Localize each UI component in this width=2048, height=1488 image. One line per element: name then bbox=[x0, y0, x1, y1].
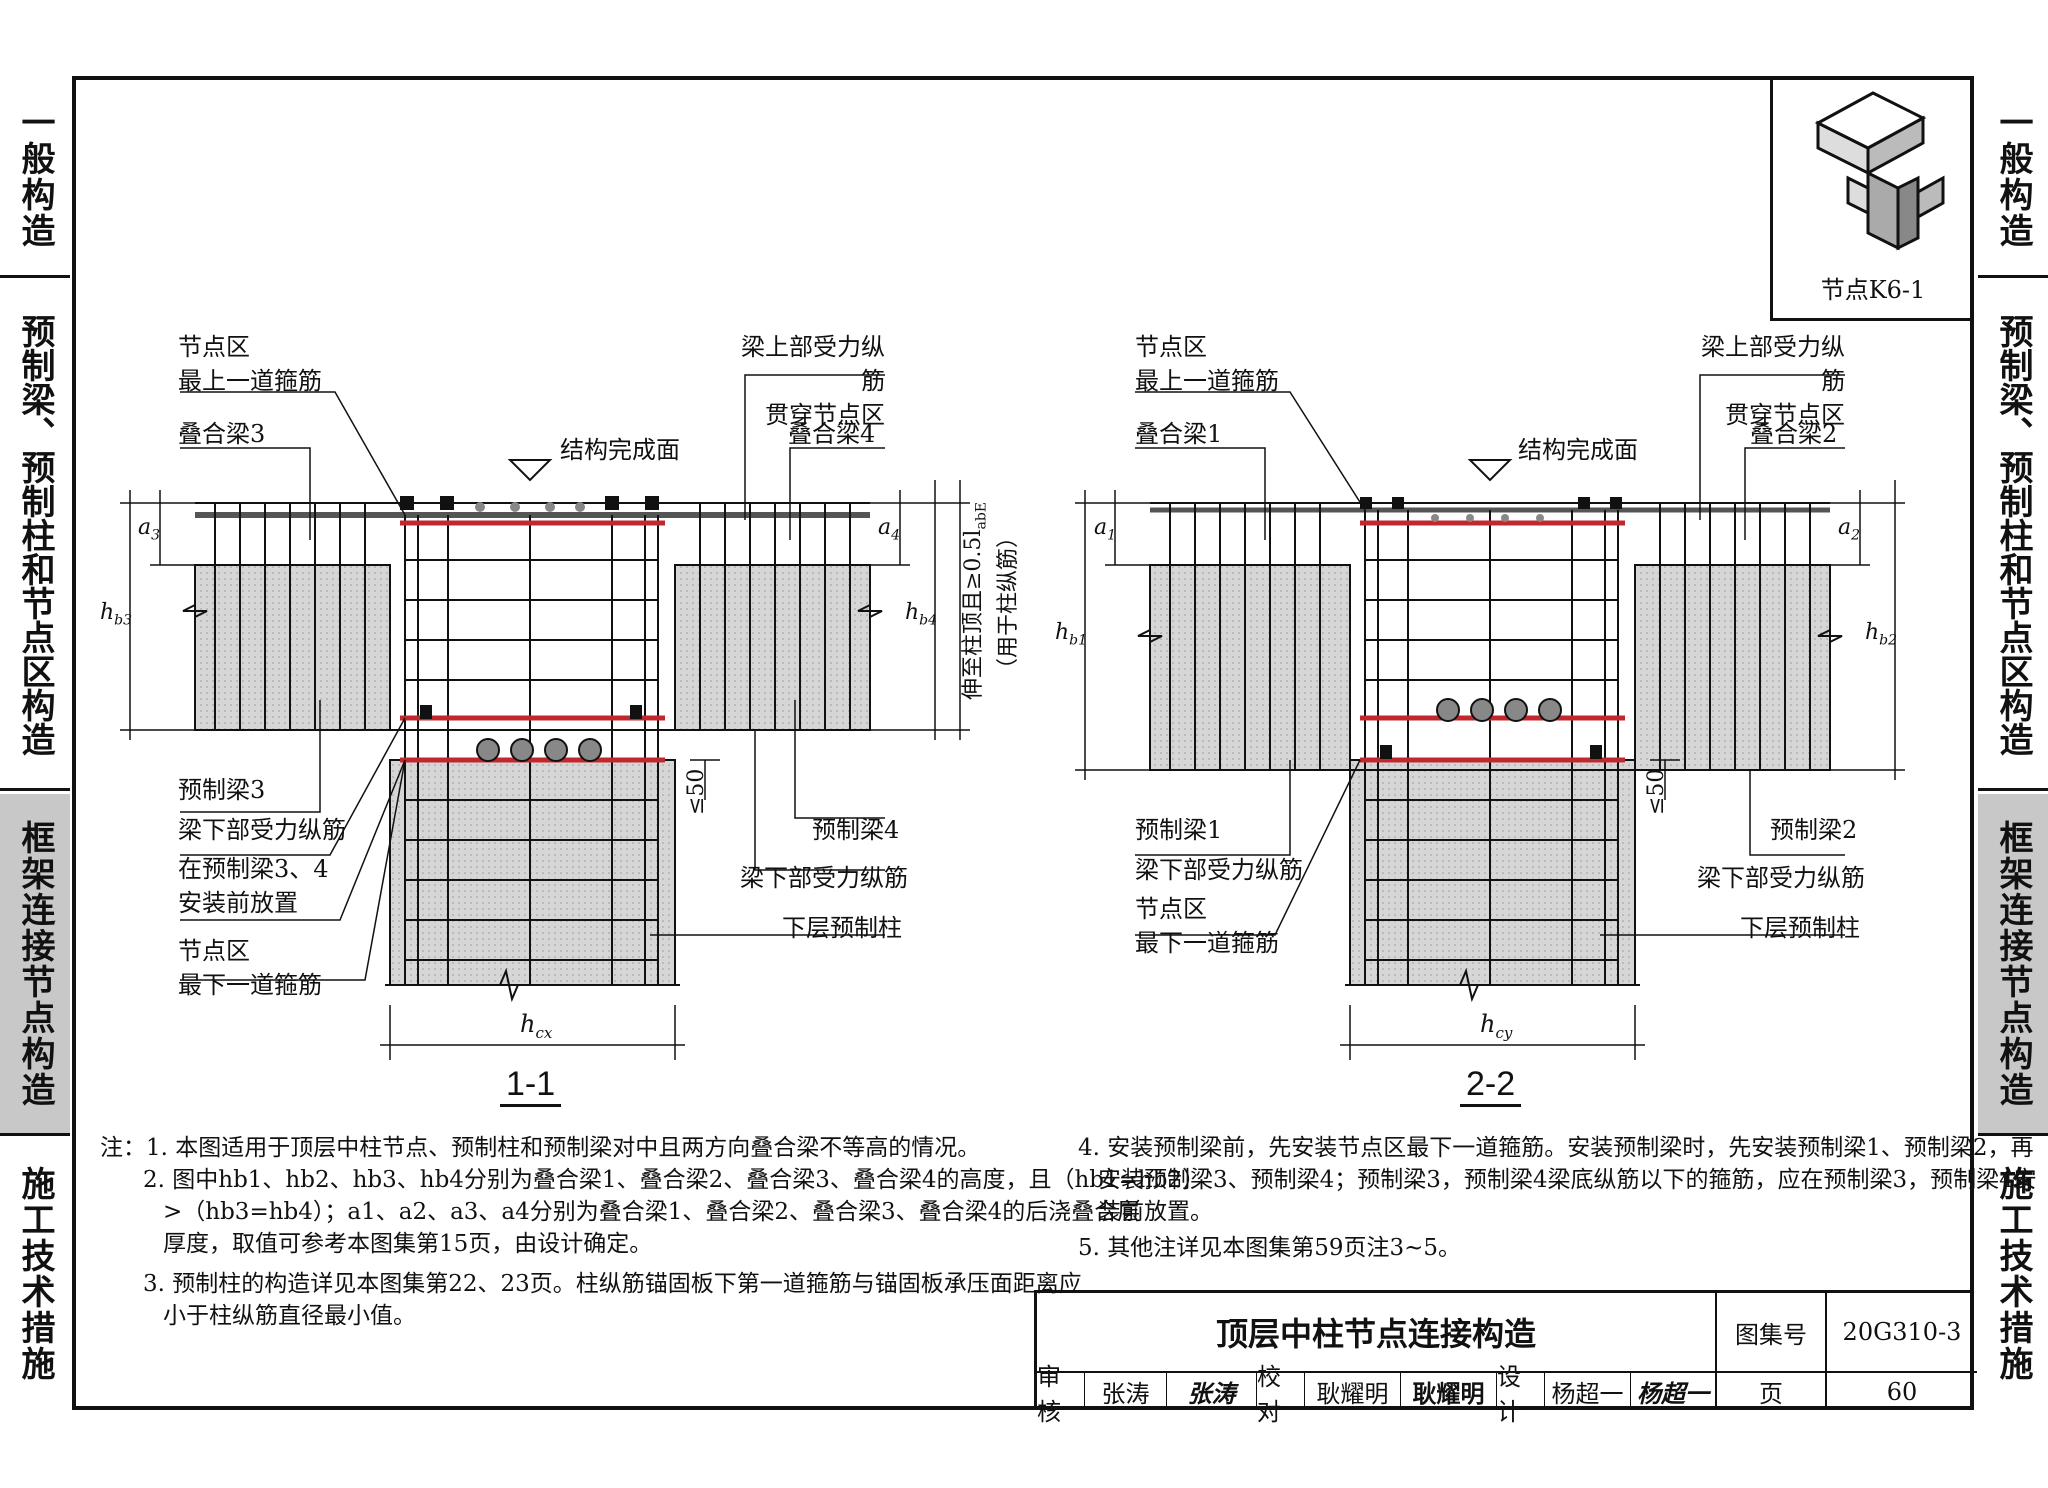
sidebar-tab-precast[interactable]: 预制梁、预制柱和节点区构造 bbox=[0, 281, 70, 791]
s2-stirrups bbox=[1169, 503, 1811, 985]
designer-signature: 杨超一 bbox=[1631, 1373, 1717, 1410]
s1-label-bottom-bars-left: 梁下部受力纵筋 bbox=[178, 816, 346, 844]
note-4c: 装前放置。 bbox=[1098, 1199, 1213, 1225]
s2-label-finish: 结构完成面 bbox=[1518, 436, 1638, 464]
sidebar-tab-general[interactable]: 一般构造 bbox=[0, 78, 70, 278]
note-4a: 4. 安装预制梁前，先安装节点区最下一道箍筋。安装预制梁时，先安装预制梁1、预制… bbox=[1078, 1135, 2034, 1161]
s2-label-beam1: 叠合梁1 bbox=[1135, 420, 1223, 448]
s1-bars bbox=[400, 496, 659, 762]
s2-dim-a2: a2 bbox=[1838, 515, 1861, 544]
s2-finish-marker bbox=[1467, 459, 1513, 482]
s1-label-beam4: 叠合梁4 bbox=[788, 420, 876, 448]
s1-label-prebeam3: 预制梁3 bbox=[178, 776, 266, 804]
s2-label-lower-column: 下层预制柱 bbox=[1740, 914, 1860, 942]
s2-dimensions bbox=[1075, 480, 1905, 1060]
reviewer-name: 张涛 bbox=[1085, 1373, 1167, 1410]
check-label: 校对 bbox=[1257, 1363, 1305, 1426]
note-1: 注：1. 本图适用于顶层中柱节点、预制柱和预制梁对中且两方向叠合梁不等高的情况。 bbox=[100, 1135, 981, 1161]
atlas-number: 20G310-3 bbox=[1827, 1293, 1977, 1373]
s2-dim-hb1: hb1 bbox=[1055, 620, 1088, 649]
s1-label-lower-column: 下层预制柱 bbox=[782, 914, 902, 942]
s1-dim-a4: a4 bbox=[878, 515, 901, 544]
s2-label-prebeam1: 预制梁1 bbox=[1135, 816, 1223, 844]
s2-leaders bbox=[1135, 374, 1845, 936]
s2-dim-a1: a1 bbox=[1094, 515, 1117, 544]
node-3d-icon bbox=[1814, 91, 1945, 251]
sidebar-tab-precast-right[interactable]: 预制梁、预制柱和节点区构造 bbox=[1978, 281, 2048, 791]
s2-dim-hb2: hb2 bbox=[1865, 620, 1898, 649]
note-2b: >（hb3=hb4）；a1、a2、a3、a4分别为叠合梁1、叠合梁2、叠合梁3、… bbox=[163, 1199, 1141, 1225]
s2-title: 2-2 bbox=[1460, 1065, 1522, 1107]
s1-title: 1-1 bbox=[500, 1065, 562, 1107]
s1-label-prebeam4: 预制梁4 bbox=[812, 816, 900, 844]
s1-label-bottom-bars-right: 梁下部受力纵筋 bbox=[740, 864, 908, 892]
node-icon-box: 节点K6-1 bbox=[1770, 78, 1973, 321]
checker-name: 耿耀明 bbox=[1305, 1373, 1401, 1410]
s2-lower-column bbox=[1345, 759, 1640, 1003]
sidebar-tab-general-right[interactable]: 一般构造 bbox=[1978, 78, 2048, 278]
designer-name: 杨超一 bbox=[1545, 1373, 1631, 1410]
note-3b: 小于柱纵筋直径最小值。 bbox=[163, 1303, 416, 1329]
s1-label-finish: 结构完成面 bbox=[560, 436, 680, 464]
s1-beam-left bbox=[182, 564, 391, 731]
s1-dim-a3: a3 bbox=[138, 515, 161, 544]
s1-stirrups bbox=[214, 503, 851, 985]
s1-label-node-bottom: 节点区最下一道箍筋 bbox=[178, 937, 322, 999]
s2-label-prebeam2: 预制梁2 bbox=[1770, 816, 1858, 844]
page-label: 页 bbox=[1717, 1373, 1827, 1410]
page-number: 60 bbox=[1886, 1377, 1918, 1406]
sidebar-tab-frame-joint-right[interactable]: 框架连接节点构造 bbox=[1978, 794, 2048, 1136]
sidebar-tab-construction[interactable]: 施工技术措施 bbox=[15, 1166, 55, 1382]
s2-label-node-bottom: 节点区最下一道箍筋 bbox=[1135, 895, 1279, 957]
s2-dim-hcy: hcy bbox=[1480, 1010, 1513, 1042]
atlas-label: 图集号 bbox=[1717, 1293, 1827, 1373]
s1-dimensions bbox=[120, 480, 970, 1060]
s1-dim-hcx: hcx bbox=[520, 1010, 553, 1042]
checker-signature: 耿耀明 bbox=[1401, 1373, 1497, 1410]
s2-label-le50: ≤50 bbox=[1644, 768, 1669, 815]
s2-label-beam2: 叠合梁2 bbox=[1750, 420, 1838, 448]
s2-label-top-bars: 梁上部受力纵筋贯穿节点区 bbox=[1701, 333, 1845, 429]
node-label: 节点K6-1 bbox=[1820, 276, 1926, 304]
s1-slab bbox=[195, 502, 870, 731]
s1-dim-hb3: hb3 bbox=[100, 600, 133, 629]
note-5: 5. 其他注详见本图集第59页注3~5。 bbox=[1078, 1235, 1462, 1261]
note-2a: 2. 图中hb1、hb2、hb3、hb4分别为叠合梁1、叠合梁2、叠合梁3、叠合… bbox=[143, 1167, 1206, 1193]
s2-bars bbox=[1360, 497, 1622, 759]
note-2c: 厚度，取值可参考本图集第15页，由设计确定。 bbox=[163, 1231, 653, 1257]
s1-label-top-bars: 梁上部受力纵筋贯穿节点区 bbox=[741, 333, 885, 429]
s2-label-bottom-bars-left: 梁下部受力纵筋 bbox=[1135, 856, 1303, 884]
drawing-title: 顶层中柱节点连接构造 bbox=[1037, 1293, 1717, 1373]
design-label: 设计 bbox=[1497, 1363, 1545, 1426]
s2-beam-right bbox=[1634, 564, 1843, 771]
s2-beam-left bbox=[1137, 564, 1351, 771]
sidebar-tab-frame-joint[interactable]: 框架连接节点构造 bbox=[0, 794, 70, 1136]
note-4b: 安装预制梁3、预制梁4；预制梁3，预制梁4梁底纵筋以下的箍筋，应在预制梁3，预制… bbox=[1098, 1167, 2037, 1193]
s2-label-node-top: 节点区最上一道箍筋 bbox=[1135, 333, 1279, 395]
s2-label-bottom-bars-right: 梁下部受力纵筋 bbox=[1697, 864, 1865, 892]
review-label: 审核 bbox=[1037, 1363, 1085, 1426]
s1-leaders bbox=[180, 374, 885, 981]
s1-label-beam3: 叠合梁3 bbox=[178, 420, 266, 448]
drawing-frame bbox=[72, 76, 1974, 1410]
s1-label-node-top: 节点区最上一道箍筋 bbox=[178, 333, 322, 395]
title-block: 顶层中柱节点连接构造 图集号 20G310-3 审核 张涛 张涛 校对 耿耀明 … bbox=[1034, 1290, 1977, 1426]
s2-red-stirrups bbox=[1360, 520, 1625, 763]
note-3a: 3. 预制柱的构造详见本图集第22、23页。柱纵筋锚固板下第一道箍筋与锚固板承压… bbox=[143, 1271, 1082, 1297]
s1-dim-hb4: hb4 bbox=[905, 600, 938, 629]
sidebar-tab-construction-right[interactable]: 施工技术措施 bbox=[1993, 1166, 2033, 1382]
s1-red-stirrups bbox=[400, 520, 665, 763]
reviewer-signature: 张涛 bbox=[1167, 1373, 1257, 1410]
